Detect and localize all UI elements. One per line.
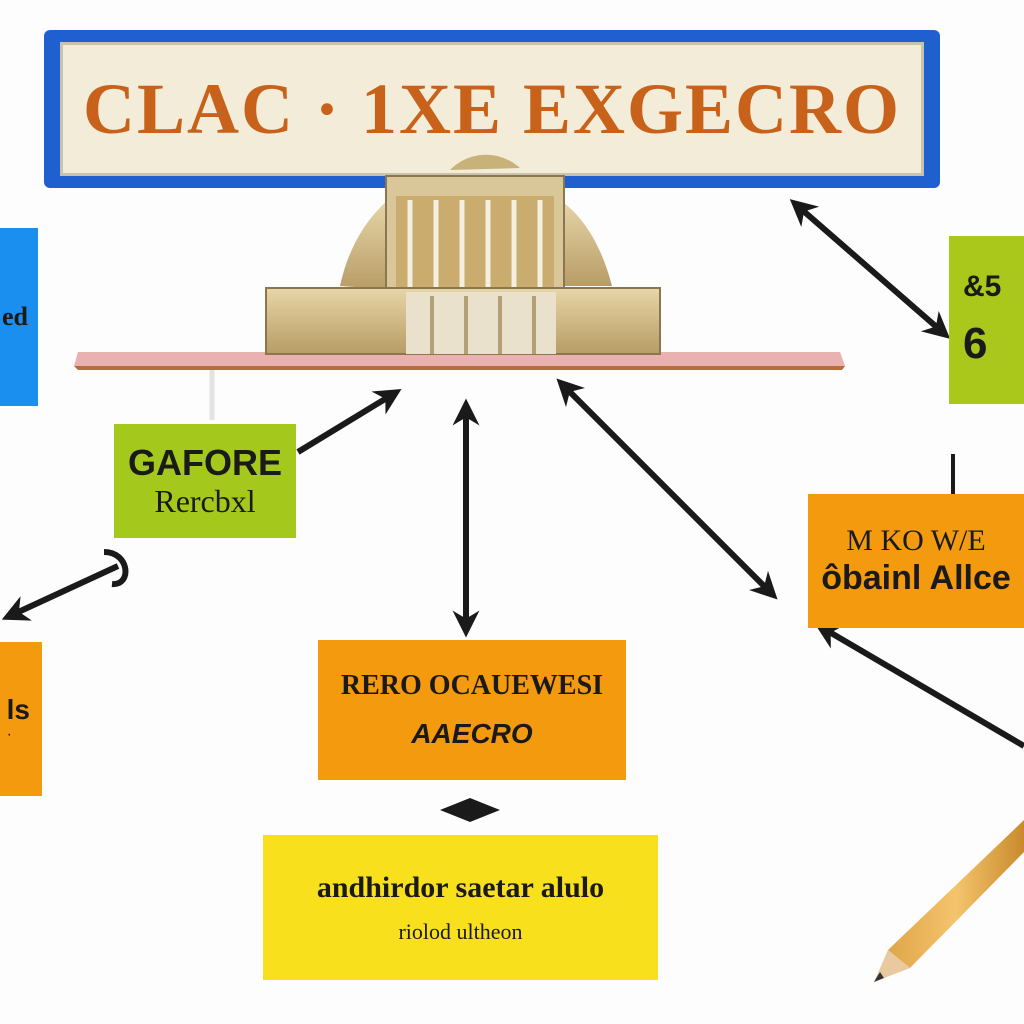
orange-box-right-line1: M KO W/E xyxy=(846,524,986,558)
orange-box-left-line1: ls xyxy=(6,693,30,725)
arrow-edge-to-orange-right xyxy=(814,623,1024,749)
orange-box-right: M KO W/E ôbainl Allce xyxy=(808,494,1024,628)
arrow-title-to-green-right xyxy=(789,199,951,339)
connector-arrows xyxy=(1,199,1024,749)
title-banner: CLAC · 1XE EXGECRO xyxy=(44,30,940,188)
green-box-right-line2: 6 xyxy=(963,318,988,368)
orange-box-left-line2: · xyxy=(6,725,12,743)
yellow-box-line2: riolod ultheon xyxy=(398,919,523,945)
yellow-box-line1: andhirdor saetar alulo xyxy=(316,870,605,904)
museum-building-icon xyxy=(74,154,845,420)
green-box-left-line1: GAFORE xyxy=(127,441,282,483)
orange-box-right-line2: ôbainl Allce xyxy=(821,558,1011,597)
diamond-connector xyxy=(440,798,500,822)
green-box-right: &5 6 xyxy=(949,236,1024,404)
title-panel: CLAC · 1XE EXGECRO xyxy=(60,42,924,176)
page-title: CLAC · 1XE EXGECRO xyxy=(82,68,902,149)
arrow-left-loop xyxy=(1,563,120,621)
orange-box-center-line1: RERO OCAUEWESI xyxy=(340,669,604,701)
green-box-right-line1: &5 xyxy=(963,270,1002,304)
blue-box-left-text: ed xyxy=(2,302,28,332)
green-box-left: GAFORE Rercbxl xyxy=(114,424,296,538)
pencil-icon xyxy=(874,820,1024,982)
green-box-left-line2: Rercbxl xyxy=(154,483,256,520)
orange-box-left: ls · xyxy=(0,642,42,796)
yellow-box-bottom: andhirdor saetar alulo riolod ultheon xyxy=(263,835,658,980)
arrow-green-left-to-building xyxy=(296,388,402,455)
arrow-left-loop-curl xyxy=(103,549,129,587)
orange-box-center: RERO OCAUEWESI AAECRO xyxy=(318,640,626,780)
blue-box-left: ed xyxy=(0,228,38,406)
arrow-building-to-orange-right xyxy=(556,378,778,600)
orange-box-center-line2: AAECRO xyxy=(411,718,533,749)
